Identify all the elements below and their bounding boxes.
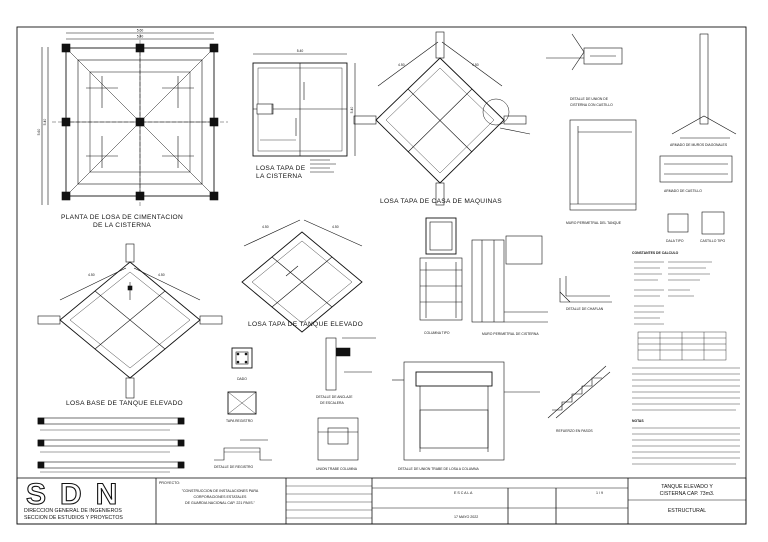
title-union-trabe-losa: DETALLE DE UNION TRABE DE LOSA A COLUMNA <box>398 467 479 471</box>
notes-header-notas: NOTAS <box>632 419 644 423</box>
title-union-cisterna-2: CISTERNA CON CASTILLO <box>570 103 613 107</box>
drawing-cimentacion <box>41 32 228 208</box>
drawing-tapa-registro <box>227 391 257 415</box>
project-line-3: DE GUARDIA NACIONAL CAP. 221 PAXS." <box>185 501 256 505</box>
dim-tapa-cisterna-right: 5.40 <box>350 107 354 114</box>
title-dala-tipo: DALA TIPO <box>666 239 684 243</box>
title-dado: DADO <box>237 377 247 381</box>
drawing-muro-tanque <box>569 119 637 211</box>
title-muro-tanque: MURO PERIMETRAL DEL TANQUE <box>566 221 622 225</box>
title-armado-castillo: ARMADO DE CASTILLO <box>664 189 702 193</box>
dim-tapa-maquinas-a: 4.50 <box>398 63 405 67</box>
dim-cim-left: 5.60 <box>37 129 41 136</box>
title-anclaje-1: DETALLE DE ANCLAJE <box>316 395 353 399</box>
title-cimentacion-2: DE LA CISTERNA <box>93 222 151 229</box>
notes-notas <box>632 427 740 465</box>
dim-tapa-tanque-a: 4.50 <box>262 225 269 229</box>
project-label: PROYECTO: <box>159 481 180 485</box>
title-tapa-cisterna-2: LA CISTERNA <box>256 173 302 180</box>
dim-base-tanque-a: 4.50 <box>88 273 95 277</box>
project-line-1: "CONSTRUCCION DE INSTALACIONES PARA <box>182 489 259 493</box>
dim-cim-left-2: 5.40 <box>43 119 47 126</box>
title-muro-cisterna: MURO PERIMETRAL DE CISTERNA <box>482 332 539 336</box>
title-union-trabe: UNION TRABE COLUMNA <box>316 467 358 471</box>
dim-base-tanque-b: 4.50 <box>158 273 165 277</box>
title-detalle-registro: DETALLE DE REGISTRO <box>214 465 253 469</box>
title-tapa-registro: TAPA REGISTRO <box>226 419 253 423</box>
notes-tapa-cisterna <box>310 159 336 173</box>
dim-cim-top-1: 5.60 <box>137 29 144 33</box>
drawing-date: 17 MAYO 2022 <box>454 515 478 519</box>
sheet-number: 1 / 9 <box>596 491 603 495</box>
drawing-dala-castillo <box>667 211 725 235</box>
drawing-tapa-tanque <box>241 219 363 333</box>
drawing-tapa-cisterna <box>252 53 356 157</box>
drawing-armado-muros <box>671 33 737 139</box>
drawing-tapa-maquinas <box>353 31 531 206</box>
sheet-title-2: CISTERNA CAP. 73m3. <box>660 491 715 497</box>
notes-list <box>632 367 740 411</box>
title-tapa-cisterna-1: LOSA TAPA DE <box>256 165 306 172</box>
drawing-union-trabe <box>317 417 359 461</box>
drawing-detalle-registro <box>214 439 272 461</box>
title-base-tanque: LOSA BASE DE TANQUE ELEVADO <box>66 400 183 407</box>
title-columna-tipo: COLUMNA TIPO <box>424 331 450 335</box>
dim-tapa-tanque-b: 4.50 <box>332 225 339 229</box>
title-tapa-maquinas: LOSA TAPA DE CASA DE MAQUINAS <box>380 198 502 205</box>
drawing-muro-cisterna <box>471 235 548 323</box>
specialty: ESTRUCTURAL <box>668 508 706 514</box>
notes-constantes <box>634 261 712 325</box>
drawing-dado <box>231 347 253 369</box>
drawing-anclaje <box>325 337 376 391</box>
org-name-1: DIRECCION GENERAL DE INGENIEROS <box>24 508 122 514</box>
title-armado-muros: ARMADO DE MUROS DIAGONALES <box>670 143 728 147</box>
dim-tapa-cisterna-top: 5.40 <box>297 49 304 53</box>
sheet-title-1: TANQUE ELEVADO Y <box>661 484 713 490</box>
notes-header-constantes: CONSTANTES DE CALCULO <box>632 251 679 255</box>
project-line-2: CORPORACIONES ESTATALES <box>194 495 248 499</box>
notes-table <box>637 331 727 361</box>
drawing-union-cisterna <box>546 33 623 71</box>
title-union-cisterna-1: DETALLE DE UNION DE <box>570 97 609 101</box>
title-tapa-tanque: LOSA TAPA DE TANQUE ELEVADO <box>248 321 363 328</box>
sdn-logo: SDN <box>26 478 131 511</box>
beam-elevations <box>37 417 185 473</box>
drawing-chaflan <box>559 276 612 303</box>
drawing-base-tanque <box>37 243 223 399</box>
drawing-armado-castillo <box>659 155 733 183</box>
drawing-columna-tipo <box>419 217 463 321</box>
scale-label: E S C A L A <box>454 491 473 495</box>
title-chaflan: DETALLE DE CHAFLAN <box>566 307 604 311</box>
drawing-union-trabe-losa <box>392 361 540 461</box>
title-refuerzo-pasos: REFUERZO EN PASOS <box>556 429 593 433</box>
dim-cim-top-2: 5.40 <box>137 35 144 39</box>
org-name-2: SECCION DE ESTUDIOS Y PROYECTOS <box>24 515 123 521</box>
title-anclaje-2: DE ESCALERA <box>320 401 344 405</box>
drawing-refuerzo-pasos <box>547 365 611 419</box>
title-cimentacion-1: PLANTA DE LOSA DE CIMENTACION <box>61 214 183 221</box>
title-castillo-tipo: CASTILLO TIPO <box>700 239 726 243</box>
title-block <box>16 477 747 525</box>
dim-tapa-maquinas-b: 4.50 <box>472 63 479 67</box>
